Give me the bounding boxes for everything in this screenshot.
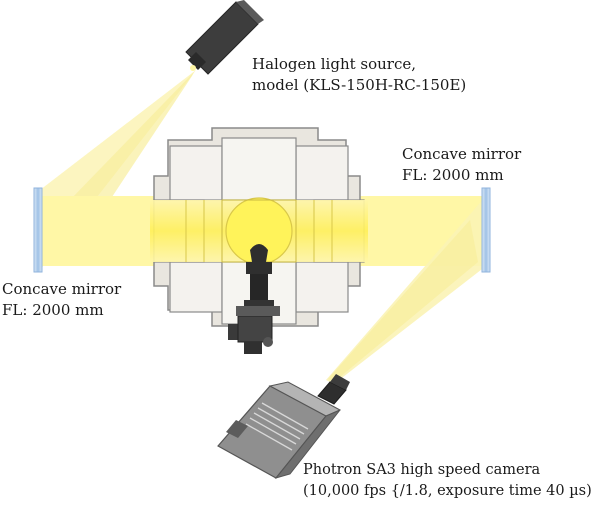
halogen-label-line1: Halogen light source, [252, 55, 417, 73]
halogen-light-source [185, 0, 264, 75]
camera-label-line1: Photron SA3 high speed camera [303, 462, 541, 478]
halogen-light-source-label: Halogen light source, model (KLS-150H-RC… [252, 54, 466, 96]
left-mirror-label-line2: FL: 2000 mm [2, 301, 104, 319]
high-speed-camera [217, 374, 350, 479]
injector-assembly [228, 244, 280, 354]
left-concave-mirror [33, 187, 43, 273]
right-mirror-label: Concave mirror FL: 2000 mm [402, 144, 521, 186]
right-mirror-label-line1: Concave mirror [402, 145, 522, 163]
camera-light-cone-core [328, 220, 478, 382]
test-chamber [153, 127, 365, 327]
camera-label: Photron SA3 high speed camera (10,000 fp… [303, 460, 592, 502]
right-mirror-label-line2: FL: 2000 mm [402, 166, 504, 184]
halogen-label-line2: model (KLS-150H-RC-150E) [252, 76, 467, 94]
left-mirror-label: Concave mirror FL: 2000 mm [2, 279, 121, 321]
camera-label-line2: (10,000 fps {/1.8, exposure time 40 µs) [303, 483, 592, 499]
left-mirror-label-line1: Concave mirror [2, 280, 122, 298]
right-concave-mirror [481, 187, 491, 273]
halogen-light-cone-core [70, 72, 194, 200]
